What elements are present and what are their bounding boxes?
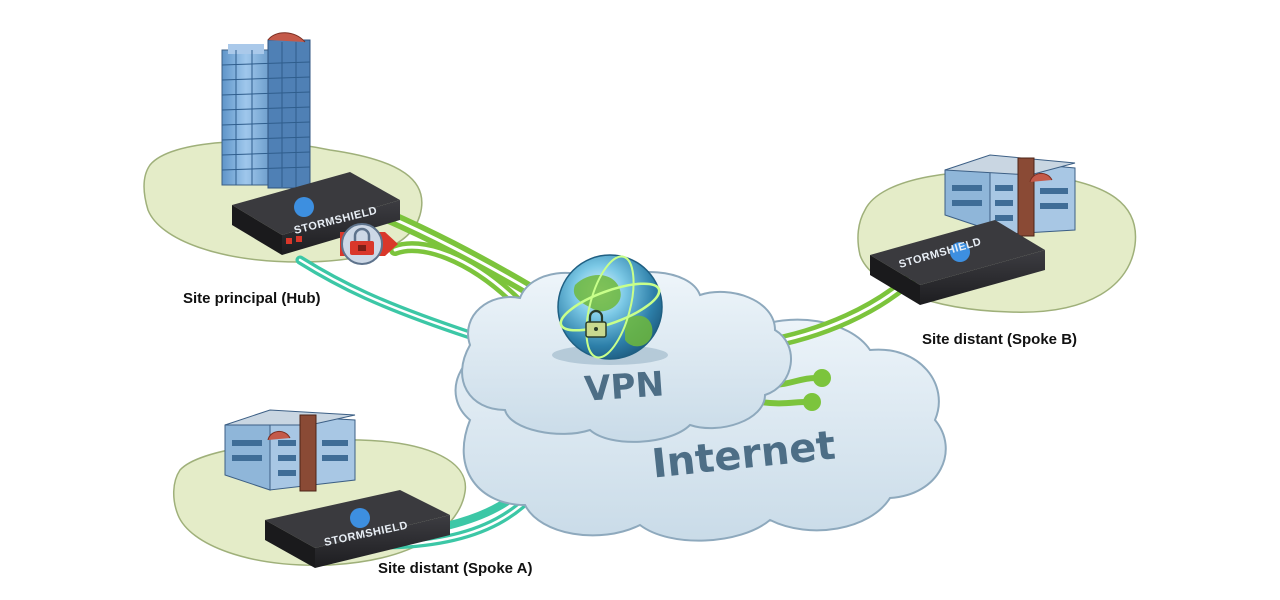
padlock-icon [585,309,607,338]
spoke-b-firewall-appliance-icon: STORMSHIELD [870,220,1045,305]
vpn-lock-badge-icon [340,223,398,265]
vpn-cloud-label: VPN [583,364,665,409]
spoke-a-site-label: Site distant (Spoke A) [378,560,532,577]
spoke-b-office-building-icon [944,154,1076,237]
skyscraper-icon [221,32,311,189]
spoke-a-office-building-icon [224,409,356,492]
hub-site-label: Site principal (Hub) [183,290,321,307]
spoke-a-firewall-appliance-icon: STORMSHIELD [265,490,450,568]
globe-icon [552,254,668,365]
spoke-b-site-label: Site distant (Spoke B) [922,331,1077,348]
